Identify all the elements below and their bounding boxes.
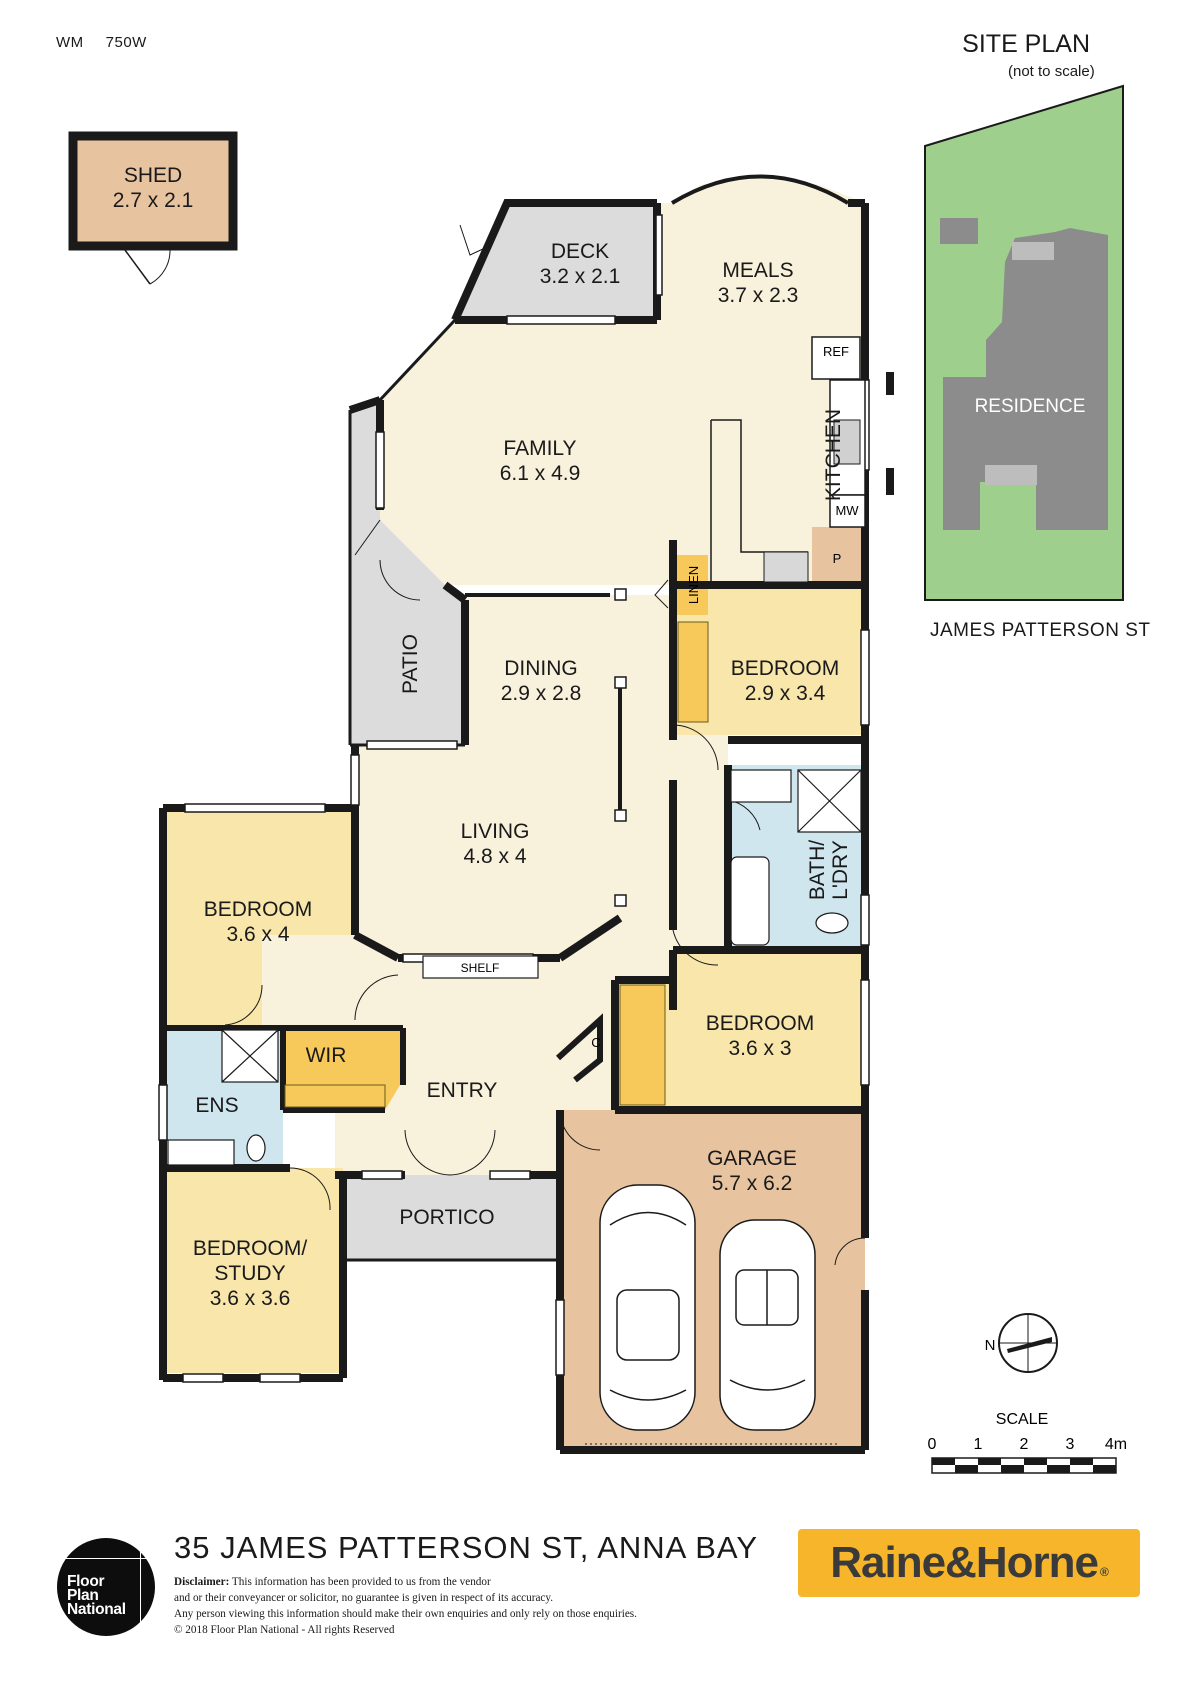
disclaimer-title: Disclaimer: — [174, 1576, 230, 1588]
ref-label: REF — [823, 344, 849, 359]
portico-name: PORTICO — [399, 1206, 494, 1229]
living-size: 4.8 x 4 — [463, 845, 526, 868]
scale-tick-4: 4m — [1105, 1436, 1127, 1453]
study-line2: STUDY — [214, 1262, 285, 1285]
car-sedan — [599, 1184, 696, 1431]
floor-plan-national-logo: Floor Plan National — [57, 1538, 155, 1636]
compass: N — [985, 1313, 1058, 1373]
bath-fixtures — [167, 769, 862, 1166]
patio-name: PATIO — [399, 634, 422, 694]
garage-name: GARAGE — [707, 1147, 797, 1170]
bath-line2: L'DRY — [829, 840, 852, 900]
room-labels: DECK 3.2 x 2.1 MEALS 3.7 x 2.3 FAMILY 6.… — [193, 240, 852, 1310]
wm-label: WM 750W — [56, 34, 169, 51]
raine-horne-logo: Raine&Horne® — [798, 1529, 1140, 1597]
brand-mark: ® — [1099, 1565, 1109, 1579]
disclaimer-line1: This information has been provided to us… — [231, 1576, 491, 1588]
logo-line3: National — [67, 1601, 126, 1618]
meals-size: 3.7 x 2.3 — [718, 284, 799, 307]
wardrobes — [284, 621, 709, 1108]
meals-name: MEALS — [722, 259, 793, 282]
scale-tick-1: 1 — [974, 1436, 983, 1453]
residence-label: RESIDENCE — [975, 396, 1086, 417]
scale-title: SCALE — [996, 1411, 1048, 1428]
street-label: JAMES PATTERSON ST — [930, 620, 1151, 641]
disclaimer-line2: and or their conveyancer or solicitor, n… — [174, 1592, 554, 1604]
pantry-label: P — [833, 551, 842, 566]
compass-north: N — [985, 1337, 996, 1354]
kitchen-name: KITCHEN — [822, 409, 845, 501]
study-line1: BEDROOM/ — [193, 1237, 308, 1260]
copyright: © 2018 Floor Plan National - All rights … — [174, 1624, 395, 1636]
shed-name: SHED — [124, 164, 182, 187]
scale-bar: SCALE 0 1 2 3 4m — [928, 1411, 1127, 1474]
site-plan-title: SITE PLAN — [962, 30, 1090, 58]
main-bedroom-size: 3.6 x 4 — [226, 923, 289, 946]
disclaimer-line3: Any person viewing this information shou… — [174, 1608, 637, 1620]
deck-name: DECK — [551, 240, 609, 263]
logo-line2: Plan — [67, 1587, 99, 1604]
site-plan-note: (not to scale) — [1008, 63, 1095, 80]
living-name: LIVING — [461, 820, 530, 843]
ref-box — [811, 336, 861, 380]
deck-size: 3.2 x 2.1 — [540, 265, 621, 288]
scale-tick-0: 0 — [928, 1436, 937, 1453]
bath-line1: BATH/ — [806, 840, 829, 900]
disclaimer: Disclaimer: This information has been pr… — [174, 1574, 694, 1638]
site-plan: RESIDENCE — [924, 84, 1124, 601]
linen-label: LINEN — [686, 566, 701, 604]
entry-name: ENTRY — [427, 1079, 498, 1102]
study-size: 3.6 x 3.6 — [210, 1287, 291, 1310]
property-address: 35 JAMES PATTERSON ST, ANNA BAY — [174, 1530, 758, 1565]
dining-name: DINING — [504, 657, 578, 680]
brand-text: Raine&Horne — [830, 1538, 1099, 1587]
shed-size: 2.7 x 2.1 — [113, 189, 194, 212]
bedroom3-name: BEDROOM — [706, 1012, 815, 1035]
doors — [224, 224, 866, 1266]
logo-line1: Floor — [67, 1573, 105, 1590]
shed: SHED 2.7 x 2.1 — [68, 131, 238, 285]
cupboard-label: C — [591, 1035, 600, 1050]
main-bedroom-name: BEDROOM — [204, 898, 313, 921]
bedroom2-size: 2.9 x 3.4 — [745, 682, 826, 705]
watts-text: 750W — [105, 34, 147, 51]
ens-name: ENS — [195, 1094, 238, 1117]
dining-size: 2.9 x 2.8 — [501, 682, 582, 705]
scale-tick-3: 3 — [1066, 1436, 1075, 1453]
family-name: FAMILY — [503, 437, 576, 460]
mw-label: MW — [835, 503, 859, 518]
wir-name: WIR — [306, 1044, 347, 1067]
shelf-label: SHELF — [461, 961, 500, 975]
kitchen-bench: REF MW P — [710, 336, 866, 585]
car-convertible — [719, 1219, 816, 1431]
wm-text: WM — [56, 34, 84, 51]
bedroom3-size: 3.6 x 3 — [728, 1037, 791, 1060]
posts — [614, 588, 627, 907]
bedroom2-name: BEDROOM — [731, 657, 840, 680]
shelf: SHELF — [422, 955, 539, 979]
family-size: 6.1 x 4.9 — [500, 462, 581, 485]
garage-size: 5.7 x 6.2 — [712, 1172, 793, 1195]
scale-tick-2: 2 — [1020, 1436, 1029, 1453]
